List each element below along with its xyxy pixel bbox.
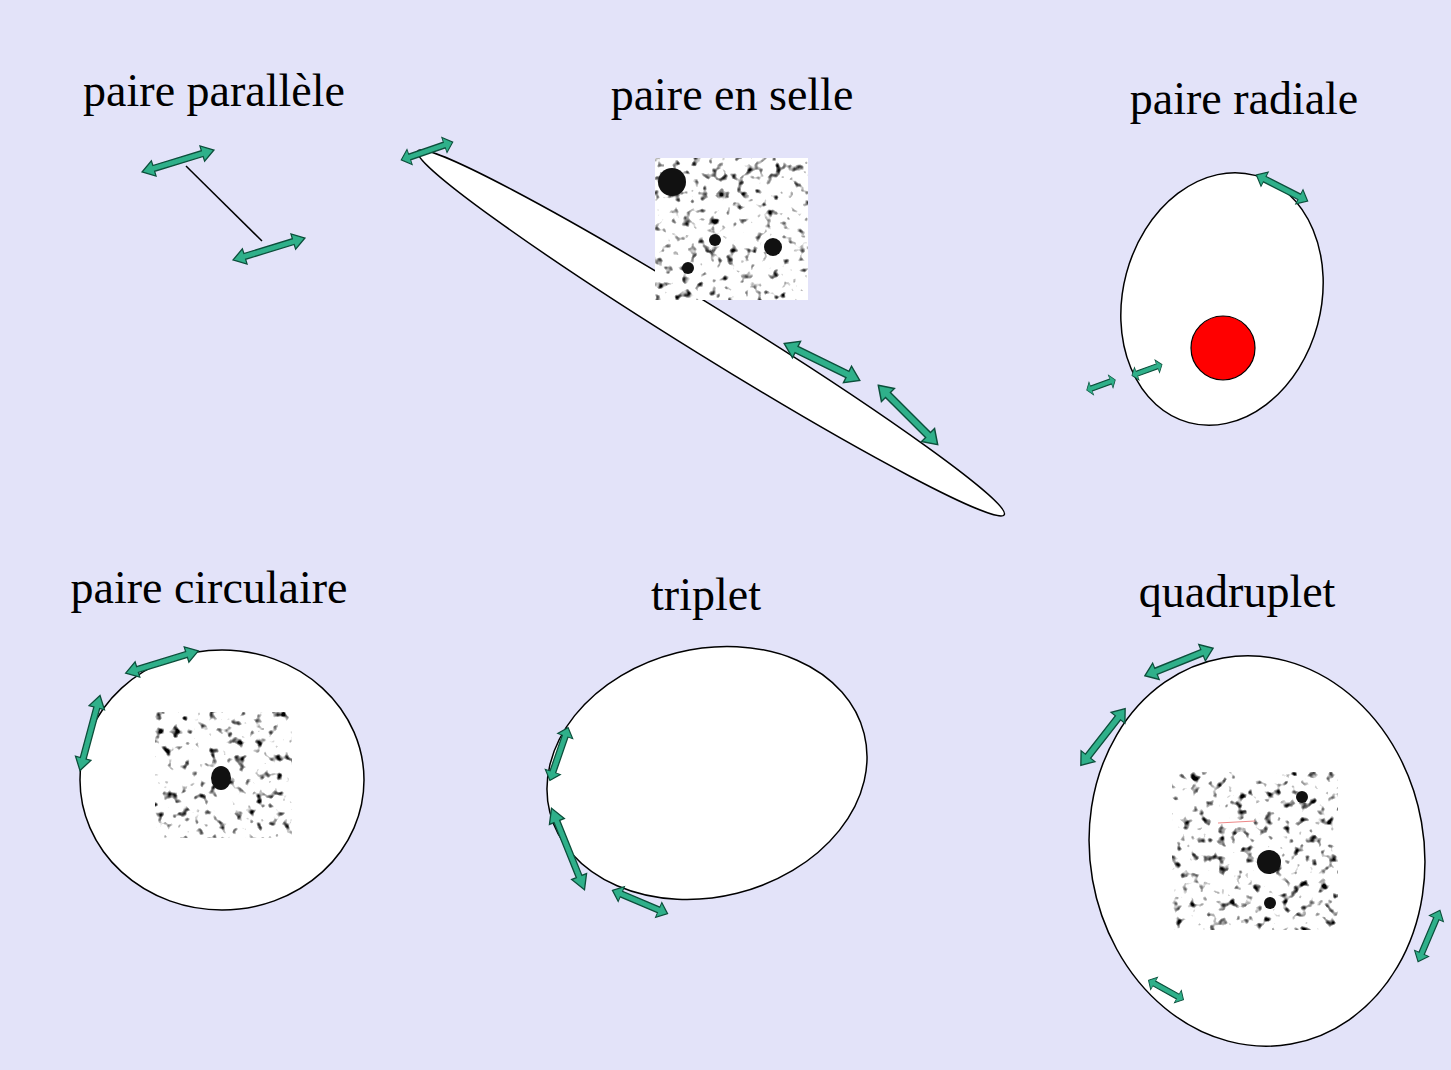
image-arrow — [123, 643, 200, 681]
image-arrow — [542, 725, 575, 783]
image-arrow — [872, 379, 944, 451]
image-arrow — [1142, 640, 1217, 684]
critical-curve — [1093, 150, 1351, 449]
image-arrow — [609, 883, 670, 921]
image-arrow — [1074, 703, 1132, 771]
image-arrow — [72, 693, 108, 772]
image-arrow — [231, 230, 308, 267]
configuration-label: quadruplet — [1139, 567, 1336, 618]
image-arrow — [1411, 907, 1447, 964]
image-arrow — [140, 142, 217, 179]
connector-line — [186, 166, 262, 241]
configuration-label: paire parallèle — [83, 66, 345, 117]
image-arrow — [544, 805, 592, 893]
image-arrow — [1253, 168, 1312, 208]
critical-curve — [405, 131, 1017, 535]
sky-image — [655, 158, 808, 300]
configuration-label: paire en selle — [611, 70, 854, 121]
sky-image — [1172, 772, 1338, 930]
critical-curve — [80, 650, 364, 910]
image-arrow — [780, 335, 864, 388]
critical-curve — [520, 613, 894, 932]
image-arrow — [399, 135, 456, 168]
configuration-label: paire radiale — [1130, 74, 1359, 125]
image-arrow — [1145, 974, 1187, 1006]
critical-curve — [1059, 629, 1451, 1070]
lens-mass — [1191, 316, 1255, 380]
image-arrow — [1130, 358, 1165, 382]
image-arrow — [1084, 373, 1117, 396]
sky-image — [155, 712, 292, 838]
configuration-label: paire circulaire — [70, 563, 347, 614]
configuration-label: triplet — [651, 570, 761, 621]
